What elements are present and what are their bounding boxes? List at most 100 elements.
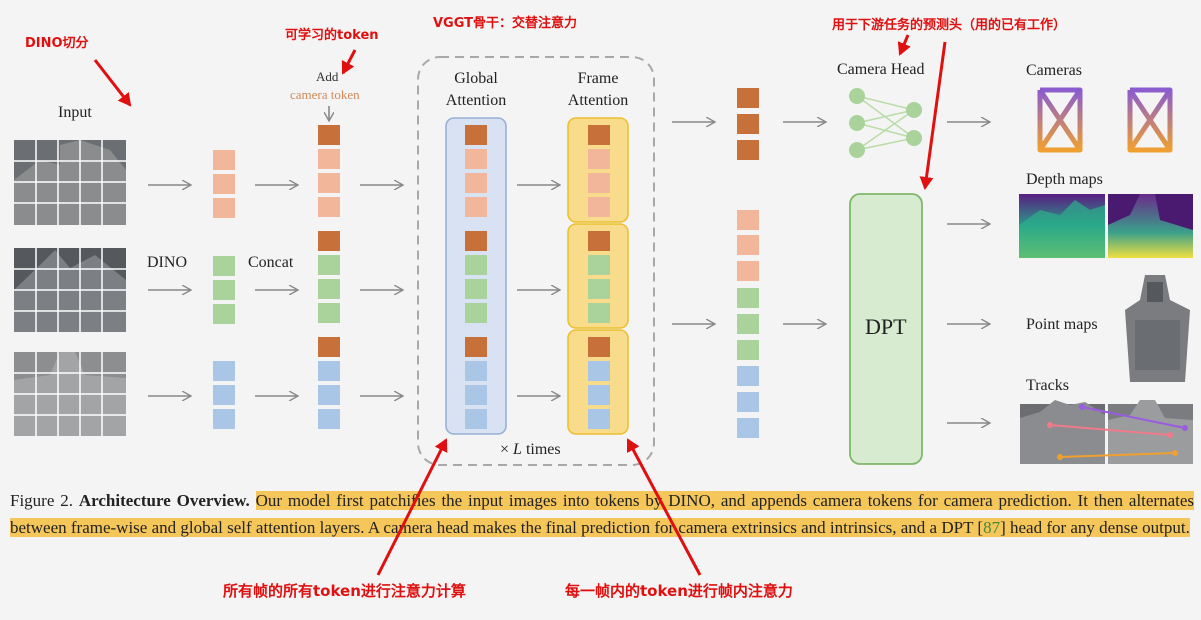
caption-title: Architecture Overview.	[78, 491, 250, 510]
annotation-dino-split: DINO切分	[25, 36, 89, 51]
depth-map-1	[1019, 194, 1105, 258]
camera-token	[588, 337, 610, 357]
token-frame1	[737, 261, 759, 281]
global-attention-line1: Global	[454, 70, 498, 87]
annotation-global-attention: 所有帧的所有token进行注意力计算	[223, 582, 466, 600]
token-frame2	[737, 314, 759, 334]
caption-figure-number: Figure 2.	[10, 491, 73, 510]
token-frame1	[588, 197, 610, 217]
dino-label: DINO	[147, 254, 187, 271]
global-attention-box	[445, 117, 507, 435]
camera-token	[588, 231, 610, 251]
times-variable: L	[513, 441, 522, 458]
depth-map-2	[1108, 194, 1193, 258]
token-frame1	[465, 197, 487, 217]
token-frame3	[588, 385, 610, 405]
frame-attention-box-1	[567, 117, 629, 223]
architecture-diagram	[14, 34, 1193, 466]
token-frame3	[318, 409, 340, 429]
token-frame1	[588, 149, 610, 169]
camera-token	[737, 88, 759, 108]
token-frame3	[737, 366, 759, 386]
input-image-3	[14, 352, 126, 436]
token-frame1	[213, 174, 235, 194]
times-symbol: ×	[500, 441, 510, 458]
times-suffix: times	[525, 441, 561, 458]
token-frame1	[213, 198, 235, 218]
point-maps-label: Point maps	[1026, 316, 1098, 333]
input-image-1	[14, 140, 126, 225]
frame-attention-line2: Attention	[567, 92, 629, 109]
camera-head-label: Camera Head	[837, 61, 925, 78]
token-frame2	[588, 279, 610, 299]
token-frame2	[588, 303, 610, 323]
token-frame1	[737, 210, 759, 230]
annotation-arrows	[93, 34, 947, 190]
caption-citation[interactable]: 87	[983, 517, 1001, 537]
camera-token	[465, 231, 487, 251]
token-frame3	[737, 392, 759, 412]
input-label: Input	[58, 104, 92, 121]
token-frame2	[318, 255, 340, 275]
concat-label: Concat	[248, 254, 294, 271]
frame-attention-line1: Frame	[577, 70, 619, 87]
global-attention-title: Global Attention	[440, 68, 512, 112]
token-frame1	[465, 149, 487, 169]
caption-body-2: ] head for any dense output.	[1000, 517, 1190, 537]
token-frame1	[318, 197, 340, 217]
times-label: × L times	[500, 441, 561, 459]
camera-token	[465, 125, 487, 145]
backbone-box	[417, 56, 655, 466]
token-frame3	[465, 385, 487, 405]
camera-frustum-2	[1127, 87, 1173, 153]
annotation-heads: 用于下游任务的预测头（用的已有工作）	[832, 18, 1067, 33]
depth-maps-label: Depth maps	[1026, 171, 1103, 188]
camera-token	[318, 125, 340, 145]
token-frame3	[588, 409, 610, 429]
token-frame1	[465, 173, 487, 193]
token-frame2	[465, 255, 487, 275]
flow-arrows	[148, 106, 989, 423]
token-frame3	[318, 361, 340, 381]
token-frame1	[318, 149, 340, 169]
token-frame3	[737, 418, 759, 438]
add-label: Add	[316, 69, 339, 84]
token-frame2	[213, 280, 235, 300]
token-frame2	[318, 279, 340, 299]
dpt-label: DPT	[865, 314, 907, 339]
token-frame2	[737, 340, 759, 360]
token-frame1	[318, 173, 340, 193]
token-frame3	[213, 361, 235, 381]
camera-frustum-1	[1037, 87, 1083, 153]
camera-token	[588, 125, 610, 145]
camera-token	[318, 231, 340, 251]
token-frame3	[465, 361, 487, 381]
input-image-2	[14, 248, 126, 332]
camera-token-label: camera token	[290, 87, 360, 102]
frame-attention-box-2	[567, 223, 629, 329]
tracks-label: Tracks	[1026, 377, 1069, 394]
token-frame3	[465, 409, 487, 429]
token-frame2	[213, 256, 235, 276]
token-frame2	[465, 279, 487, 299]
token-frame2	[588, 255, 610, 275]
annotation-learnable-token: 可学习的token	[285, 28, 379, 43]
global-attention-line2: Attention	[445, 92, 507, 109]
camera-token	[465, 337, 487, 357]
camera-token	[318, 337, 340, 357]
token-frame2	[465, 303, 487, 323]
figure-caption: Figure 2. Architecture Overview. Our mod…	[10, 488, 1195, 541]
token-frame2	[737, 288, 759, 308]
token-frame1	[213, 150, 235, 170]
token-frame3	[588, 361, 610, 381]
token-frame2	[213, 304, 235, 324]
annotation-frame-attention: 每一帧内的token进行帧内注意力	[565, 582, 793, 600]
caption-body-1: Our model first patchifies the input ima…	[10, 491, 1195, 537]
dpt-box	[849, 193, 923, 465]
annotation-backbone: VGGT骨干：交替注意力	[433, 16, 578, 31]
token-frame3	[213, 385, 235, 405]
token-frame2	[318, 303, 340, 323]
camera-token	[737, 114, 759, 134]
token-frame3	[213, 409, 235, 429]
